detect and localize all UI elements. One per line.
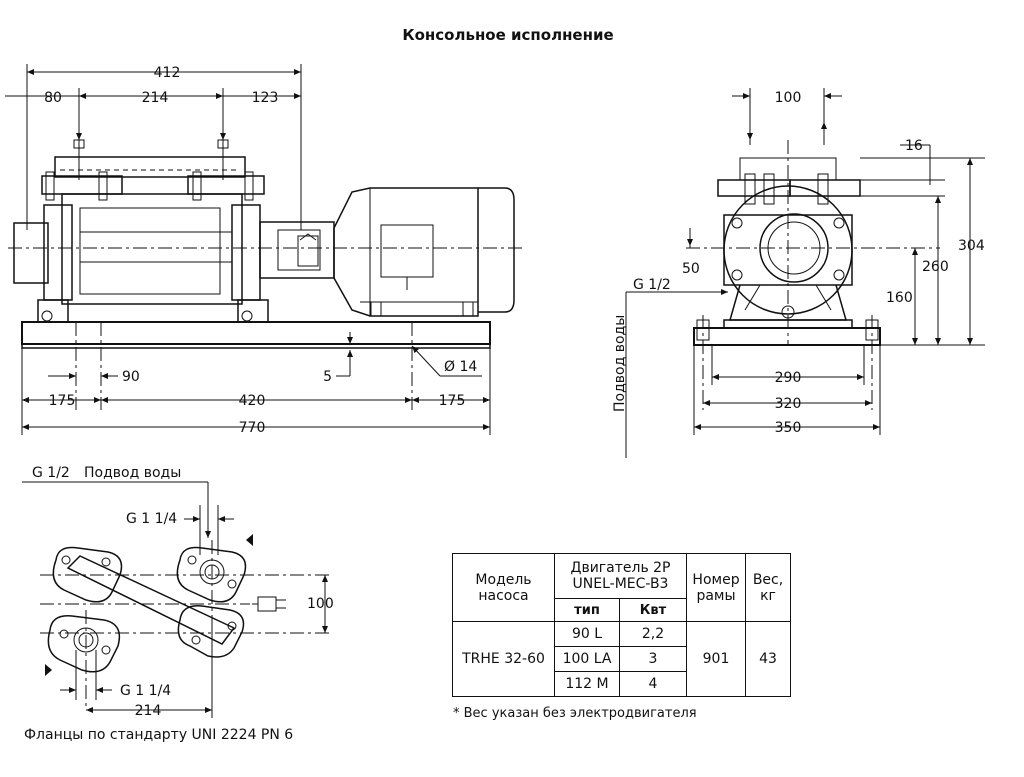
drawing-title: Консольное исполнение [402,26,613,44]
cell-type-2: 100 LA [554,646,620,672]
side-view: 412 80 214 123 [5,64,525,436]
dim-g114-top: G 1 1/4 [126,511,177,527]
col-kw-header: Квт [619,598,687,622]
dim-350: 350 [775,420,802,436]
cell-kw-1: 2,2 [619,621,687,647]
dim-175-right: 175 [439,393,466,409]
col-motor-header: Двигатель 2P UNEL-MEC-B3 [554,553,687,599]
cell-model: TRHE 32-60 [452,621,555,697]
cell-type-3: 112 M [554,671,620,697]
dim-diameter-14: Ø 14 [444,359,477,375]
cell-kw-2: 3 [619,646,687,672]
dim-5: 5 [323,369,332,385]
dim-g114-bottom: G 1 1/4 [120,683,171,699]
col-type-header: тип [554,598,620,622]
spec-table: Модель насоса Двигатель 2P UNEL-MEC-B3 Н… [452,553,791,697]
dim-80: 80 [44,90,62,106]
table-footnote: * Вес указан без электродвигателя [453,706,697,721]
water-inlet-label-end: Подвод воды [612,315,628,412]
col-motor-line1: Двигатель 2P [570,560,671,576]
dim-100-end: 100 [775,90,802,106]
dim-412: 412 [154,65,181,81]
water-inlet-label-top: Подвод воды [84,465,181,481]
cell-type-1: 90 L [554,621,620,647]
cell-weight: 43 [745,621,791,697]
dim-g12-end: G 1/2 [633,277,671,293]
end-view: 100 16 304 [612,88,985,458]
dim-214-top: 214 [135,703,162,719]
cell-kw-3: 4 [619,671,687,697]
dim-420: 420 [239,393,266,409]
flange-standard-note: Фланцы по стандарту UNI 2224 PN 6 [24,727,294,743]
dim-16: 16 [905,138,923,154]
col-motor-line2: UNEL-MEC-B3 [572,576,669,592]
cell-frame: 901 [686,621,746,697]
dim-260: 260 [922,259,949,275]
dim-290: 290 [775,370,802,386]
dim-90: 90 [122,369,140,385]
dim-123: 123 [252,90,279,106]
top-view: G 1/2 Подвод воды G 1 1/4 [22,465,334,719]
dim-304: 304 [958,238,985,254]
dim-160: 160 [886,290,913,306]
dim-100-top: 100 [307,596,334,612]
col-model-header: Модель насоса [452,553,555,622]
col-frame-header: Номер рамы [686,553,746,622]
dim-214: 214 [142,90,169,106]
dim-320: 320 [775,396,802,412]
dim-175-left: 175 [49,393,76,409]
dim-g12-top: G 1/2 [32,465,70,481]
dim-770: 770 [239,420,266,436]
dim-50: 50 [682,261,700,277]
col-weight-header: Вес, кг [745,553,791,622]
